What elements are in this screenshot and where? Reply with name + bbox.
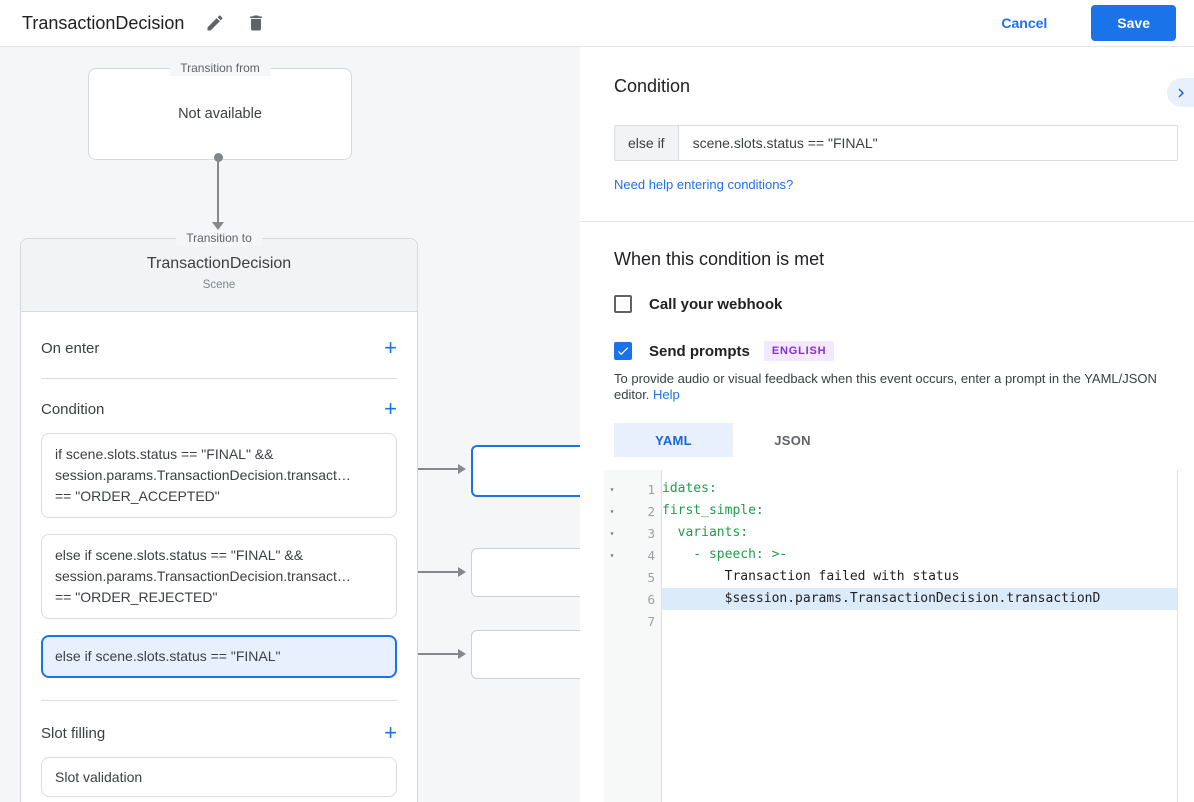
condition-prefix-label: else if — [615, 126, 679, 160]
yaml-code-editor[interactable]: ▾ 1 ▾ 2 ▾ 3 ▾ 4 5 6 7 idates: first_simple: … — [604, 470, 1178, 802]
connector-arrowhead — [458, 567, 466, 577]
editor-hint: To provide audio or visual feedback when… — [614, 371, 1174, 403]
edit-scene-button[interactable] — [205, 13, 225, 33]
save-button[interactable]: Save — [1091, 5, 1176, 41]
page-title: TransactionDecision — [22, 12, 185, 33]
code-line: idates: — [662, 481, 717, 496]
line-number: 2 — [647, 503, 655, 519]
line-number: 3 — [647, 525, 655, 541]
prompts-label: Send prompts — [649, 342, 750, 360]
condition-heading: Condition — [614, 76, 691, 96]
checkmark-icon — [616, 344, 630, 358]
editor-tabs: YAML JSON — [614, 423, 1194, 457]
transition-arrow-line — [217, 158, 219, 222]
on-enter-label: On enter — [41, 339, 100, 357]
webhook-label: Call your webhook — [649, 295, 783, 313]
line-number: 7 — [647, 613, 655, 629]
cancel-button[interactable]: Cancel — [995, 14, 1053, 32]
line-number: 4 — [647, 547, 655, 563]
line-number: 6 — [647, 591, 655, 607]
trash-icon — [246, 13, 266, 33]
condition-card-2[interactable]: else if scene.slots.status == "FINAL" &&… — [41, 534, 397, 619]
pencil-icon — [205, 13, 225, 33]
code-line: Transaction failed with status — [662, 569, 960, 584]
slot-filling-label: Slot filling — [41, 724, 106, 742]
top-bar: TransactionDecision Cancel Save — [0, 0, 1194, 47]
delete-scene-button[interactable] — [246, 13, 266, 33]
webhook-checkbox-unchecked — [614, 295, 632, 313]
add-on-enter-button[interactable]: + — [384, 335, 397, 360]
connector-arrowhead — [458, 464, 466, 474]
condition-card-1[interactable]: if scene.slots.status == "FINAL" && sess… — [41, 433, 397, 518]
connector-line — [404, 468, 458, 470]
tab-json[interactable]: JSON — [733, 423, 852, 457]
connector-arrowhead — [458, 649, 466, 659]
panel-divider — [580, 221, 1194, 222]
slot-filling-section: Slot filling + Slot validation — [41, 701, 397, 797]
chevron-right-icon — [1172, 84, 1190, 102]
hint-help-link[interactable]: Help — [653, 387, 680, 402]
slot-validation-card[interactable]: Slot validation — [41, 757, 397, 797]
line-number: 5 — [647, 569, 655, 585]
transition-from-value: Not available — [178, 106, 262, 122]
condition-card-3-selected[interactable]: else if scene.slots.status == "FINAL" — [41, 635, 397, 678]
code-line: variants: — [662, 525, 749, 540]
tab-yaml[interactable]: YAML — [614, 423, 733, 457]
code-line — [662, 610, 1177, 632]
add-condition-button[interactable]: + — [384, 396, 397, 421]
condition-expression-value: scene.slots.status == "FINAL" — [692, 135, 878, 151]
transition-from-box[interactable]: Transition from Not available — [88, 61, 352, 160]
fold-toggle-icon[interactable]: ▾ — [609, 528, 615, 538]
fold-toggle-icon[interactable]: ▾ — [609, 550, 615, 560]
transition-to-card: Transition to TransactionDecision Scene … — [20, 231, 418, 802]
fold-toggle-icon[interactable]: ▾ — [609, 484, 615, 494]
fold-toggle-icon[interactable]: ▾ — [609, 506, 615, 516]
on-enter-section: On enter + — [41, 312, 397, 379]
code-line-highlighted: $session.params.TransactionDecision.tran… — [662, 588, 1177, 610]
scene-diagram-canvas: Transition from Not available Transition… — [0, 46, 1194, 802]
editor-gutter: ▾ 1 ▾ 2 ▾ 3 ▾ 4 5 6 7 — [604, 470, 662, 802]
condition-section: Condition + if scene.slots.status == "FI… — [41, 379, 397, 701]
transition-from-label: Transition from — [170, 61, 270, 76]
editor-code-area: idates: first_simple: variants: - speech… — [662, 470, 1177, 802]
scene-card-body: On enter + Condition + if scene.slots.st… — [21, 312, 417, 797]
send-prompts-checkbox-row[interactable]: Send prompts ENGLISH — [614, 341, 1194, 361]
transition-to-label: Transition to — [176, 231, 262, 246]
code-line: - speech: >- — [662, 547, 788, 562]
transition-arrowhead — [212, 222, 224, 230]
connector-line — [404, 571, 458, 573]
collapse-panel-button[interactable] — [1167, 78, 1194, 107]
scene-subtitle: Scene — [202, 279, 236, 291]
when-condition-heading: When this condition is met — [614, 249, 825, 269]
condition-detail-panel: Condition else if scene.slots.status == … — [580, 46, 1194, 802]
condition-section-label: Condition — [41, 400, 105, 418]
prompts-checkbox-checked — [614, 342, 632, 360]
connector-dot — [214, 153, 223, 162]
code-line: first_simple: — [662, 503, 764, 518]
line-number: 1 — [647, 481, 655, 497]
language-badge: ENGLISH — [763, 341, 835, 361]
scene-title: TransactionDecision — [146, 255, 292, 272]
conditions-help-link[interactable]: Need help entering conditions? — [614, 177, 794, 192]
editor-hint-text: To provide audio or visual feedback when… — [614, 371, 1157, 402]
call-webhook-checkbox-row[interactable]: Call your webhook — [614, 295, 1194, 313]
add-slot-button[interactable]: + — [384, 720, 397, 745]
condition-expression-input[interactable]: else if scene.slots.status == "FINAL" — [614, 125, 1178, 161]
scene-card-header: TransactionDecision Scene — [21, 239, 417, 312]
connector-line — [404, 653, 458, 655]
